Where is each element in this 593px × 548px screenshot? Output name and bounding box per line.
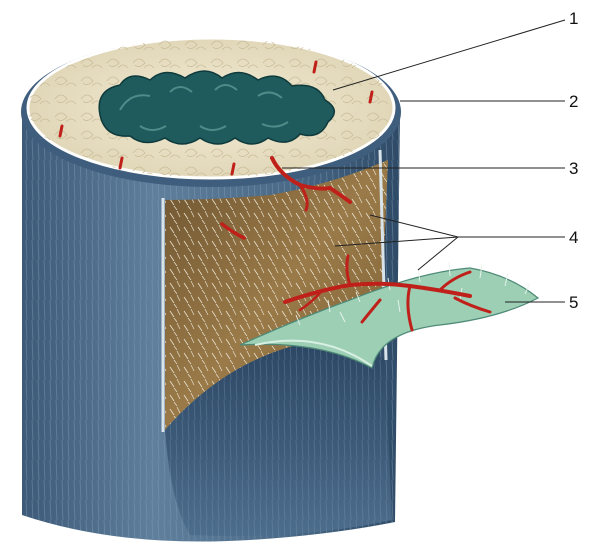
leader-1 (333, 20, 565, 90)
callout-label-1: 1 (569, 9, 578, 28)
callout-label-5: 5 (569, 293, 578, 312)
callout-label-2: 2 (569, 92, 578, 111)
callout-labels: 1 2 3 4 5 (569, 9, 578, 312)
top-cross-section (21, 37, 401, 187)
callout-label-4: 4 (569, 228, 578, 247)
callout-label-3: 3 (569, 159, 578, 178)
leader-4d (418, 237, 458, 270)
